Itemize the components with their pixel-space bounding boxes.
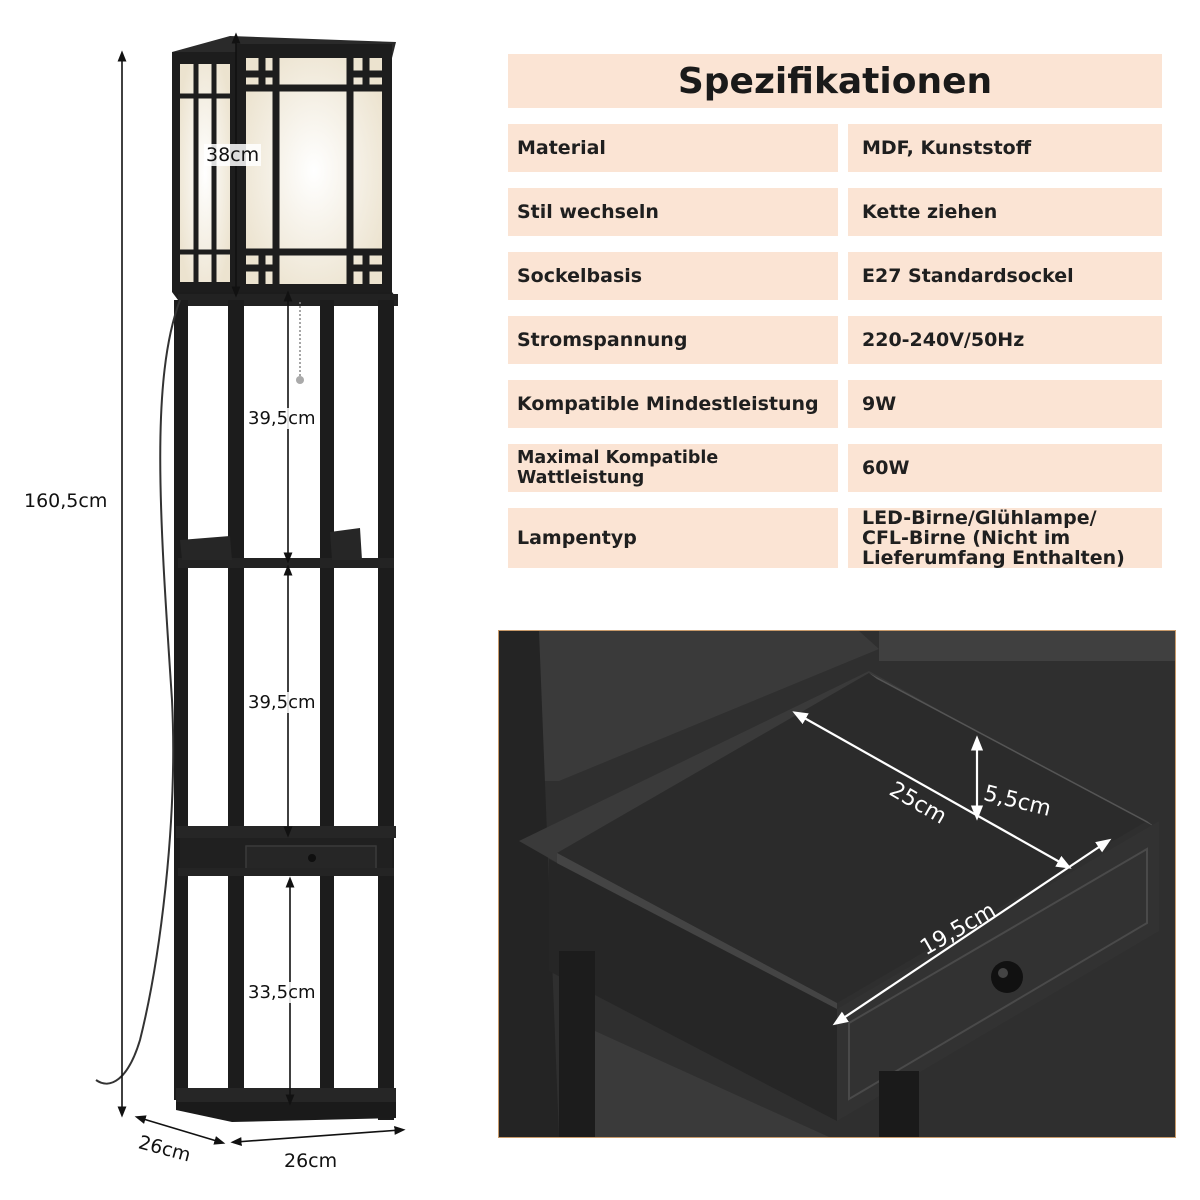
depth-arrow [134, 1115, 226, 1145]
shelf-tower [172, 292, 398, 1122]
spec-value-material: MDF, Kunststoff [848, 124, 1162, 172]
width-label: 26cm [284, 1150, 338, 1172]
spec-value-spannung: 220-240V/50Hz [848, 316, 1162, 364]
lamp-height-label: 38cm [204, 144, 262, 166]
shelf1-label: 39,5cm [246, 408, 318, 429]
spec-label-lampentyp: Lampentyp [508, 508, 838, 568]
drawer-width-arrow [832, 838, 1112, 1026]
width-arrow [230, 1125, 406, 1147]
spec-value-maximal: 60W [848, 444, 1162, 492]
lamp-shade [172, 36, 396, 292]
spec-title: Spezifikationen [508, 54, 1162, 108]
power-cable [95, 299, 181, 1085]
spec-label-spannung: Stromspannung [508, 316, 838, 364]
spec-value-stil: Kette ziehen [848, 188, 1162, 236]
drawer-illustration [499, 631, 1175, 1137]
floor-lamp-illustration [95, 32, 406, 1147]
shelf3-label: 33,5cm [246, 982, 318, 1003]
drawer-detail-photo: 25cm 5,5cm 19,5cm [498, 630, 1176, 1138]
spec-label-maximal: Maximal Kompatible Wattleistung [508, 444, 838, 492]
spec-label-mindest: Kompatible Mindestleistung [508, 380, 838, 428]
spec-value-sockel: E27 Standardsockel [848, 252, 1162, 300]
total-height-label: 160,5cm [24, 490, 108, 512]
spec-value-mindest: 9W [848, 380, 1162, 428]
spec-label-sockel: Sockelbasis [508, 252, 838, 300]
spec-label-material: Material [508, 124, 838, 172]
pull-chain [296, 302, 304, 384]
spec-label-stil: Stil wechseln [508, 188, 838, 236]
spec-value-lampentyp: LED-Birne/Glühlampe/ CFL-Birne (Nicht im… [848, 508, 1162, 568]
shelf2-label: 39,5cm [246, 692, 318, 713]
